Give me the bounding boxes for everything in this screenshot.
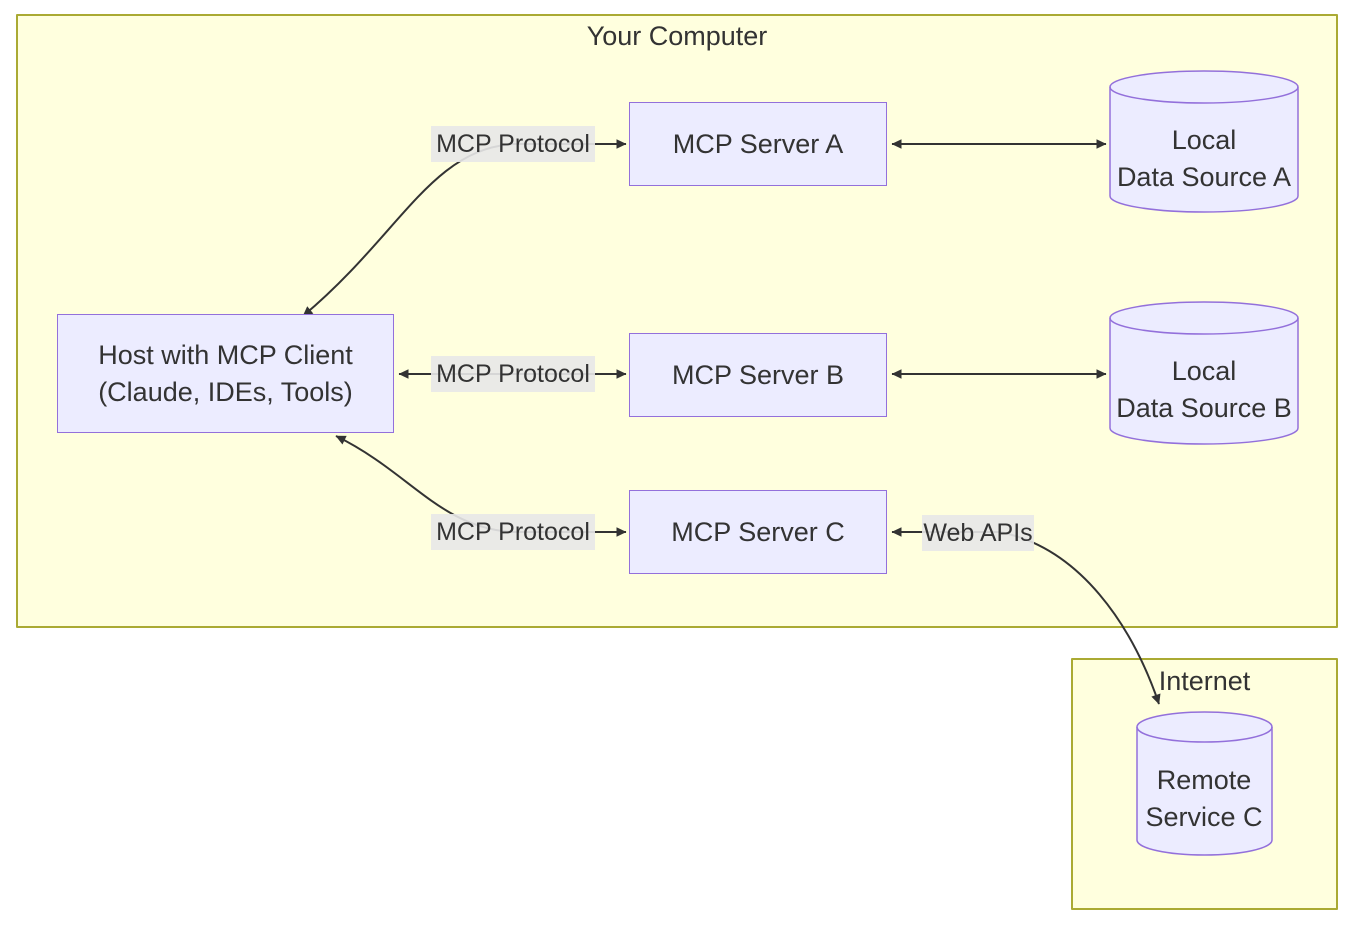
label-local-data-source-a: Local Data Source A [1104, 122, 1304, 196]
cluster-title-internet: Internet [1158, 666, 1251, 696]
edge-label-mcp-protocol-c: MCP Protocol [431, 514, 595, 550]
edge-label-web-apis: Web APIs [922, 515, 1034, 551]
label-local-data-source-a-line2: Data Source A [1116, 162, 1292, 192]
label-local-data-source-b-line1: Local [1171, 356, 1237, 386]
edge-label-mcp-protocol-a: MCP Protocol [431, 126, 595, 162]
label-local-data-source-b: Local Data Source B [1104, 353, 1304, 427]
node-mcp-server-a: MCP Server A [629, 102, 887, 186]
label-local-data-source-b-line2: Data Source B [1116, 393, 1292, 423]
label-local-data-source-a-line1: Local [1171, 125, 1237, 155]
node-mcp-server-c: MCP Server C [629, 490, 887, 574]
node-host-with-mcp-client: Host with MCP Client (Claude, IDEs, Tool… [57, 314, 394, 433]
label-remote-service-c: Remote Service C [1124, 762, 1284, 836]
node-host-line1: Host with MCP Client [98, 339, 353, 370]
label-remote-service-c-line2: Service C [1145, 802, 1263, 832]
node-mcp-server-a-label: MCP Server A [672, 128, 844, 159]
node-host-line2: (Claude, IDEs, Tools) [98, 376, 353, 407]
node-mcp-server-b-label: MCP Server B [671, 359, 845, 390]
cluster-title-your-computer: Your Computer [586, 21, 768, 51]
label-remote-service-c-line1: Remote [1156, 765, 1252, 795]
edge-label-mcp-protocol-b: MCP Protocol [431, 356, 595, 392]
node-mcp-server-c-label: MCP Server C [671, 516, 845, 547]
node-mcp-server-b: MCP Server B [629, 333, 887, 417]
